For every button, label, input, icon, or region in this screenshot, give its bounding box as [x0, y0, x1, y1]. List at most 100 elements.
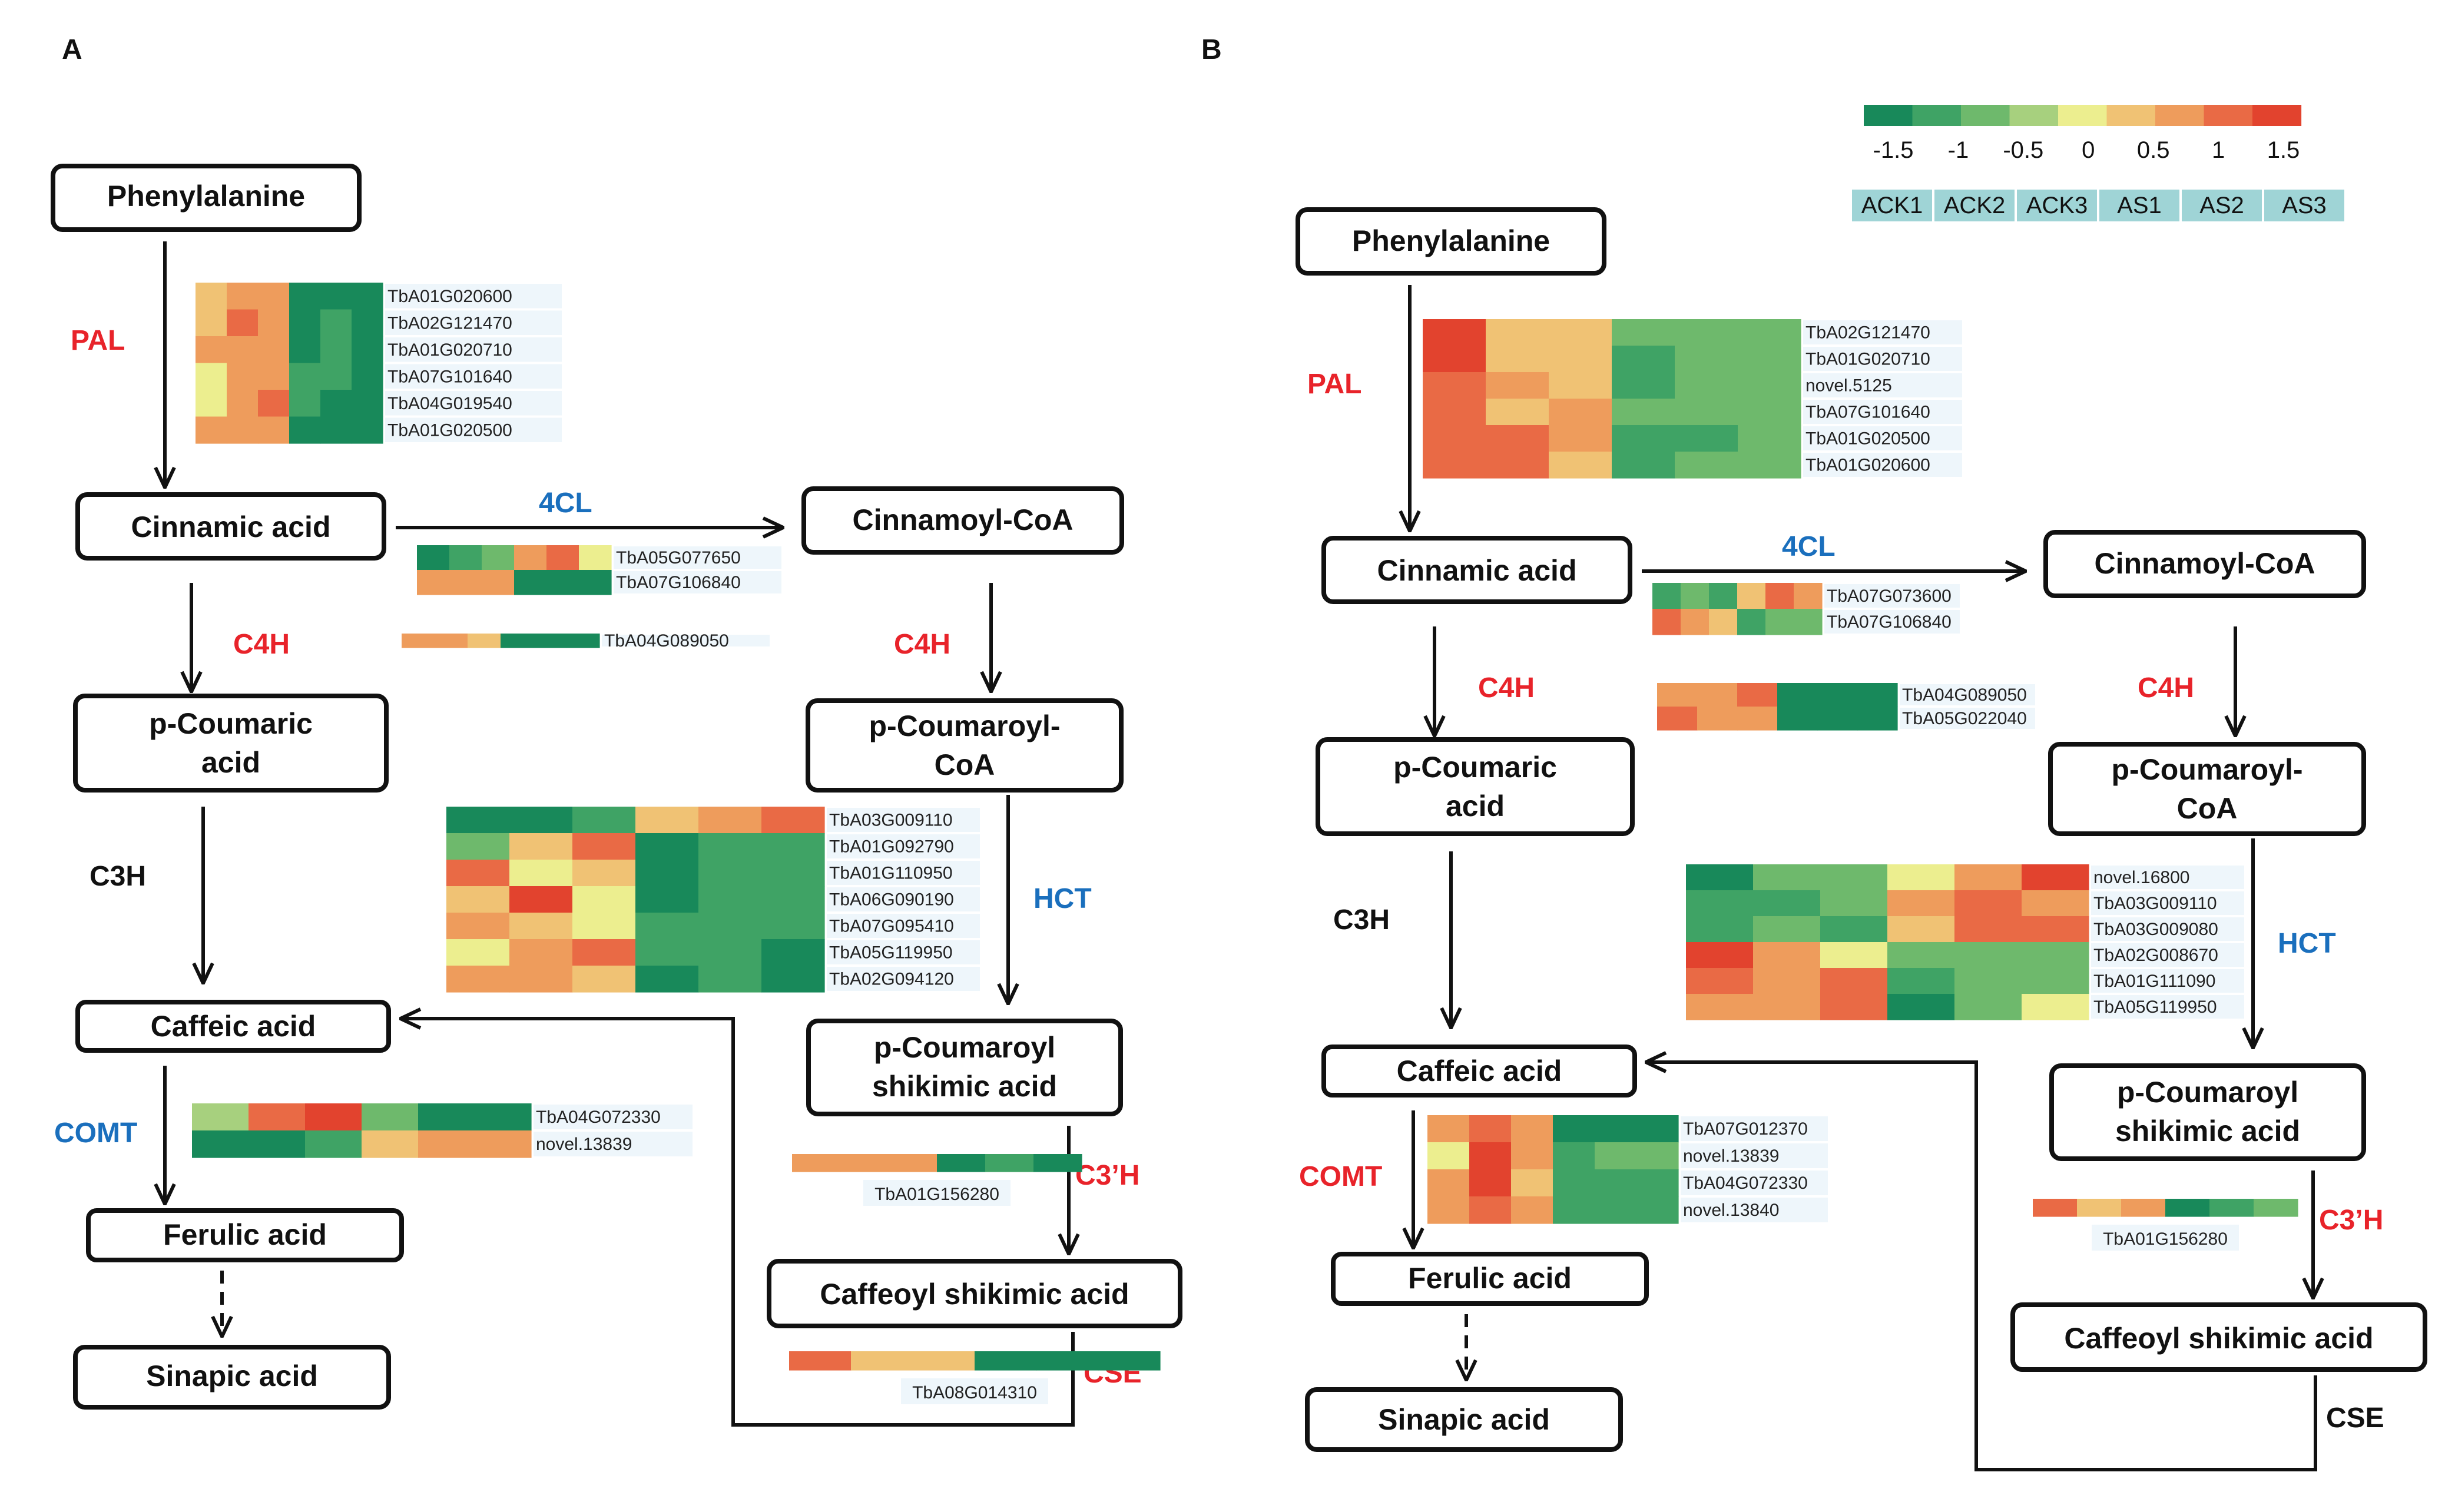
- gene-label-bg: [827, 808, 980, 832]
- heatmap-a-cse: TbA08G014310: [789, 1351, 1161, 1404]
- heatmap-cell: [1737, 609, 1766, 635]
- node-a-cinnamic-acid: [75, 492, 386, 561]
- gene-label-bg: [385, 310, 562, 335]
- node-a-caffeoyl-shikimic-acid-label: Caffeoyl shikimic acid: [820, 1278, 1129, 1311]
- gene-label-bg: [614, 571, 781, 593]
- heatmap-cell: [635, 833, 699, 860]
- node-b-sinapic-acid-label: Sinapic acid: [1378, 1403, 1550, 1436]
- heatmap-cell: [475, 1130, 532, 1158]
- node-a-p-coumaroyl-shikimic-line2: shikimic acid: [872, 1070, 1057, 1103]
- heatmap-cell: [761, 807, 825, 834]
- heatmap-cell: [1657, 707, 1698, 731]
- gene-label-bg: [385, 337, 562, 362]
- heatmap-cell: [2022, 942, 2089, 969]
- sample-label-bg: [2099, 190, 2179, 221]
- heatmap-cell: [1887, 942, 1955, 969]
- heatmap-cell: [572, 860, 636, 887]
- node-a-caffeic-acid-label: Caffeic acid: [151, 1010, 316, 1043]
- node-b-sinapic-acid: [1305, 1387, 1623, 1452]
- heatmap-cell: [1954, 968, 2022, 994]
- heatmap-cell: [1753, 890, 1821, 917]
- heatmap-cell: [572, 939, 636, 966]
- gene-label-bg: [1681, 1143, 1828, 1168]
- heatmap-cell: [572, 833, 636, 860]
- node-a-p-coumaric-acid-line1: p-Coumaric: [149, 707, 313, 740]
- gene-label-bg: [1681, 1171, 1828, 1195]
- heatmap-cell: [1697, 707, 1738, 731]
- gene-label: novel.13839: [1683, 1146, 1779, 1166]
- heatmap-b-hct: novel.16800TbA03G009110TbA03G009080TbA02…: [1686, 864, 2244, 1020]
- heatmap-cell: [1887, 994, 1955, 1020]
- heatmap-cell: [2022, 890, 2089, 917]
- heatmap-cell: [1887, 890, 1955, 917]
- heatmap-cell: [1553, 1142, 1595, 1170]
- heatmap-cell: [418, 1103, 475, 1131]
- node-a-ferulic-acid: [86, 1208, 404, 1262]
- node-b-caffeoyl-shikimic-acid-label: Caffeoyl shikimic acid: [2064, 1322, 2373, 1355]
- heatmap-cell: [196, 336, 227, 364]
- heatmap-cell: [1549, 425, 1612, 452]
- gene-label: TbA04G089050: [604, 631, 729, 651]
- heatmap-cell: [482, 570, 515, 595]
- heatmap-cell: [635, 913, 699, 940]
- gene-label: TbA01G156280: [2103, 1229, 2228, 1249]
- heatmap-cell: [289, 363, 321, 390]
- heatmap-cell: [289, 416, 321, 444]
- heatmap-cell: [305, 1130, 362, 1158]
- node-b-p-coumaroyl-coa-line2: CoA: [2177, 792, 2238, 825]
- node-b-caffeic-acid: [1321, 1045, 1637, 1097]
- heatmap-cell: [566, 634, 600, 648]
- legend-color-swatch: [1912, 105, 1962, 126]
- heatmap-cell: [2121, 1199, 2166, 1217]
- heatmap-cell: [1686, 916, 1754, 943]
- heatmap-cell: [792, 1154, 841, 1172]
- heatmap-cell: [1657, 683, 1698, 707]
- heatmap-cell: [1675, 425, 1738, 452]
- heatmap-cell: [937, 1154, 986, 1172]
- heatmap-cell: [2022, 916, 2089, 943]
- heatmap-cell: [509, 913, 573, 940]
- gene-label: TbA03G009110: [2093, 894, 2217, 913]
- gene-label: TbA01G156280: [874, 1185, 999, 1204]
- node-a-caffeic-acid: [75, 1000, 391, 1053]
- heatmap-cell: [320, 283, 352, 310]
- gene-label-bg: [2091, 891, 2244, 915]
- heatmap-cell: [449, 545, 482, 571]
- heatmap-cell: [1753, 942, 1821, 969]
- gene-label: TbA05G022040: [1902, 709, 2027, 728]
- heatmap-cell: [1612, 452, 1675, 479]
- heatmap-cell: [289, 390, 321, 417]
- enzyme-b-comt: COMT: [1299, 1161, 1382, 1192]
- node-b-cinnamic-acid-label: Cinnamic acid: [1377, 554, 1577, 587]
- heatmap-cell: [289, 283, 321, 310]
- gene-label: TbA07G101640: [387, 367, 512, 386]
- node-a-p-coumaroyl-coa: [806, 698, 1124, 793]
- heatmap-cell: [509, 939, 573, 966]
- heatmap-cell: [572, 913, 636, 940]
- heatmap-cell: [698, 913, 762, 940]
- heatmap-cell: [227, 390, 259, 417]
- heatmap-cell: [320, 336, 352, 364]
- heatmap-cell: [514, 570, 547, 595]
- node-a-p-coumaroyl-shikimic-line1: p-Coumaroyl: [874, 1031, 1055, 1064]
- heatmap-cell: [2209, 1199, 2254, 1217]
- heatmap-cell: [352, 336, 383, 364]
- heatmap-cell: [1675, 319, 1738, 346]
- gene-label-bg: [534, 1132, 693, 1156]
- legend-color-swatch: [2106, 105, 2156, 126]
- heatmap-cell: [289, 336, 321, 364]
- heatmap-cell: [851, 1351, 913, 1371]
- heatmap-cell: [1423, 319, 1486, 346]
- heatmap-cell: [320, 363, 352, 390]
- heatmap-cell: [2033, 1199, 2078, 1217]
- heatmap-cell: [446, 833, 510, 860]
- gene-label: TbA02G121470: [387, 313, 512, 333]
- heatmap-cell: [1675, 452, 1738, 479]
- gene-label: TbA01G020600: [387, 287, 512, 306]
- heatmap-cell: [1549, 346, 1612, 373]
- heatmap-cell: [362, 1103, 419, 1131]
- heatmap-cell: [1511, 1142, 1553, 1170]
